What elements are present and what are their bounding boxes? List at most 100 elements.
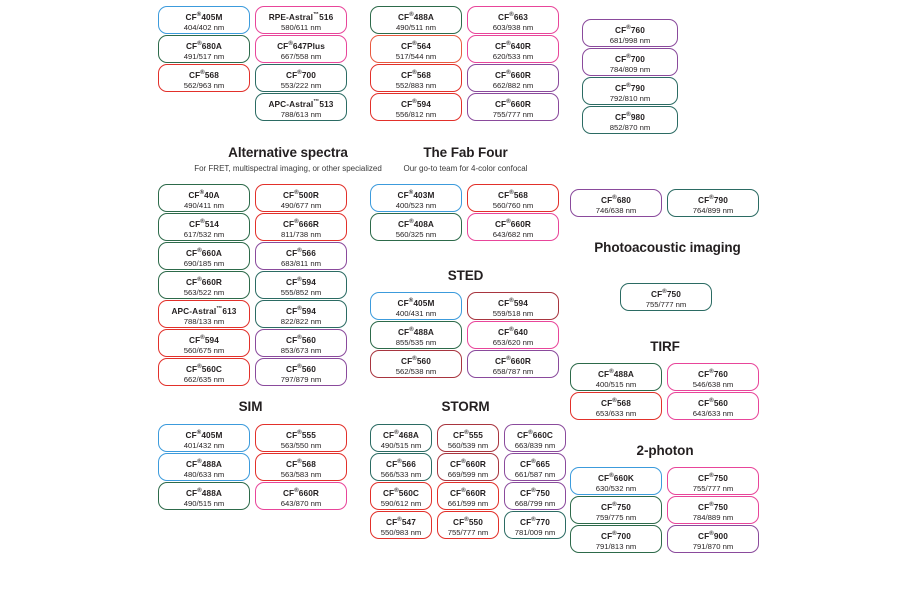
dye-name: CF®560C — [185, 363, 223, 374]
dye-name: CF®500R — [282, 189, 320, 200]
dye-name: CF®660A — [185, 247, 223, 258]
dye-name: CF®405M — [185, 429, 223, 440]
dye-wavelengths: 603/938 nm — [492, 22, 534, 32]
dye-wavelengths: 560/325 nm — [395, 229, 437, 239]
section-title-alternative-spectra: Alternative spectra — [228, 145, 348, 160]
dye-name: CF®750 — [601, 501, 631, 512]
dye-name: CF®660R — [494, 355, 532, 366]
dye-wavelengths: 643/633 nm — [692, 408, 734, 418]
dye-wavelengths: 620/533 nm — [492, 51, 534, 61]
dye-name: CF®640 — [498, 326, 528, 337]
dye-name: CF®660R — [185, 276, 223, 287]
dye-wavelengths: 755/777 nm — [692, 483, 734, 493]
dye-name: CF®408A — [397, 218, 435, 229]
dye-wavelengths: 746/638 nm — [595, 205, 637, 215]
dye-wavelengths: 658/787 nm — [492, 366, 534, 376]
dye-name: CF®488A — [397, 11, 435, 22]
dye-name: CF®488A — [397, 326, 435, 337]
dye-wavelengths: 667/558 nm — [280, 51, 322, 61]
dye-wavelengths: 566/533 nm — [380, 469, 422, 479]
dye-wavelengths: 784/889 nm — [692, 512, 734, 522]
dye-name: CF®568 — [401, 69, 431, 80]
dye-name: CF®750 — [651, 288, 681, 299]
dye-name: CF®568 — [286, 458, 316, 469]
dye-name: CF®560 — [401, 355, 431, 366]
